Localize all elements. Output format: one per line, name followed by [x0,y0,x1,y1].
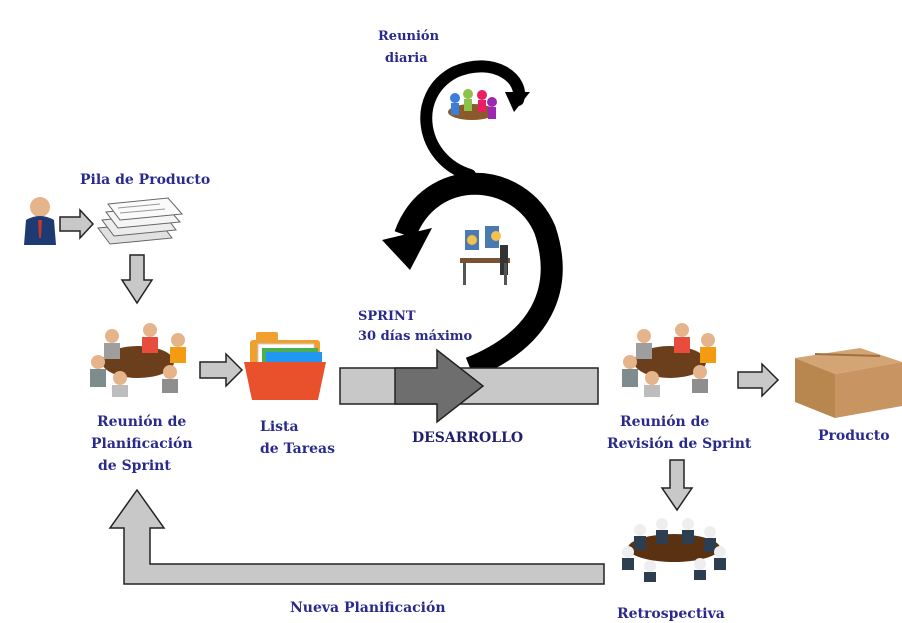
sprint-planning-label-line2: Planificación [91,436,193,452]
arrow-backlog-to-planning [120,254,154,305]
task-list-folder-icon [244,332,326,400]
arrow-review-to-product [737,362,780,398]
sprint-review-label-line1: Reunión de [620,414,709,430]
product-owner-icon [24,197,56,245]
development-arrow [394,348,485,424]
developers-icon [460,226,510,285]
sprint-label-line2: 30 días máximo [358,329,473,344]
sprint-cycle-arrow [382,172,563,379]
arrow-review-to-retrospective [660,459,694,512]
daily-meeting-label-line2: diaria [385,51,428,66]
sprint-planning-meeting-icon [90,323,186,397]
retrospective-icon [622,518,726,582]
task-list-label-line1: Lista [260,419,299,435]
sprint-planning-label-line1: Reunión de [97,414,186,430]
task-list-label-line2: de Tareas [260,441,335,457]
daily-meeting-icon [448,89,497,120]
sprint-planning-label-line3: de Sprint [98,458,171,474]
sprint-label-line1: SPRINT [358,309,416,324]
arrow-owner-to-backlog [59,208,95,240]
new-planning-label: Nueva Planificación [290,600,446,616]
arrow-planning-to-tasks [199,352,244,388]
daily-meeting-label-line1: Reunión [378,29,440,44]
product-backlog-label: Pila de Producto [80,172,210,188]
new-planning-arrow [108,488,605,585]
sprint-review-label-line2: Revisión de Sprint [607,436,752,452]
product-box-icon [795,348,902,418]
sprint-review-meeting-icon [622,323,716,397]
product-label: Producto [818,428,890,444]
product-backlog-icon [97,197,184,245]
retrospective-label: Retrospectiva [617,606,725,622]
development-label: DESARROLLO [412,430,523,446]
daily-cycle-arrow [420,60,530,181]
